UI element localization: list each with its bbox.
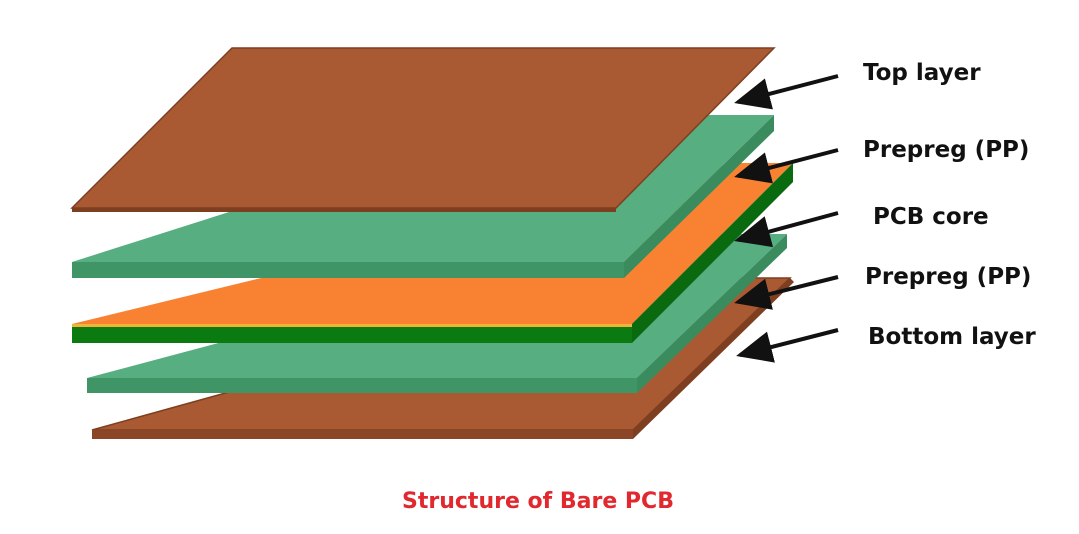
arrow-top-layer [734,74,839,110]
diagram-caption: Structure of Bare PCB [402,489,674,514]
label-prepreg-lower: Prepreg (PP) [865,264,1031,290]
arrow-prepreg-lower [734,275,839,310]
label-arrows [734,74,839,363]
label-bottom-layer: Bottom layer [868,324,1036,350]
arrow-prepreg-upper [734,148,839,184]
label-pcb-core: PCB core [873,204,989,230]
top-copper-layer [70,47,776,212]
label-top-layer: Top layer [863,60,981,86]
arrow-pcb-core [734,211,839,248]
arrow-bottom-layer [736,328,839,363]
label-prepreg-upper: Prepreg (PP) [863,137,1029,163]
